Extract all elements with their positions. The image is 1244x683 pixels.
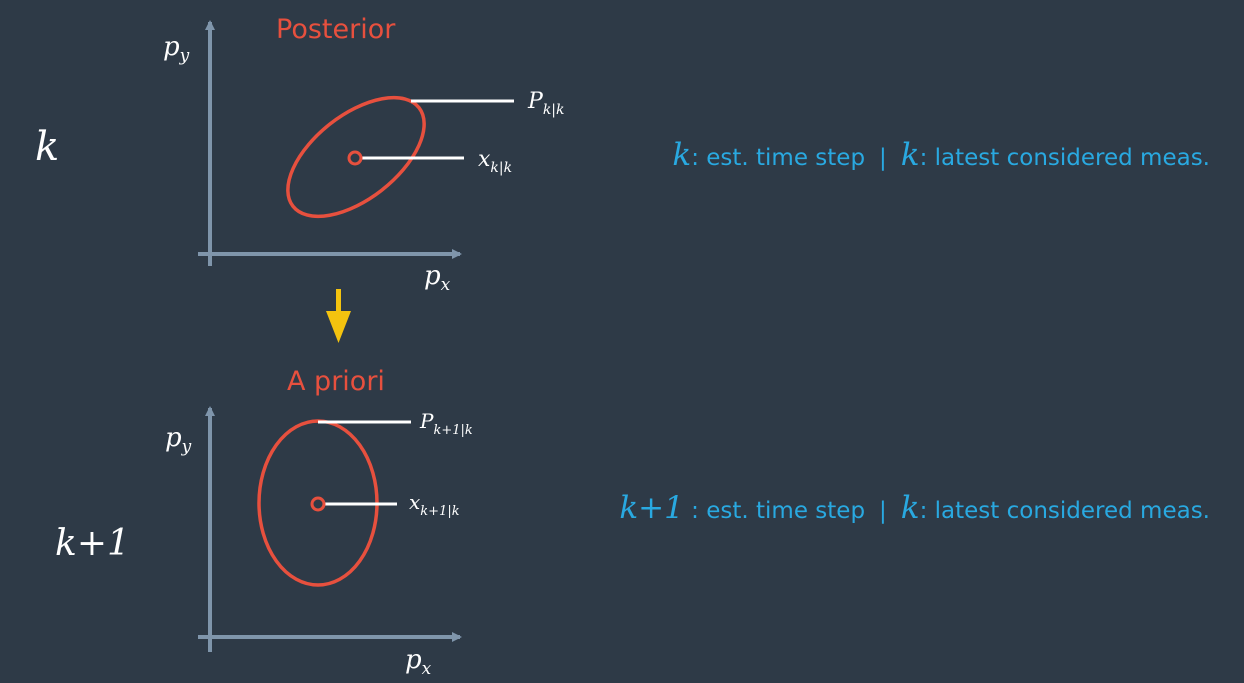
x-axis-label: px bbox=[424, 261, 451, 295]
covariance-label: Pk|k bbox=[527, 89, 565, 118]
posterior-panel: k Posterior py px Pk|k xk|k k: est. time… bbox=[35, 14, 1210, 295]
step-label-k-plus-1: k+1 bbox=[55, 523, 130, 564]
posterior-caption: k: est. time step|k: latest considered m… bbox=[672, 137, 1210, 173]
mean-label: xk+1|k bbox=[409, 490, 460, 519]
covariance-ellipse bbox=[286, 95, 426, 219]
mean-marker bbox=[310, 496, 326, 512]
mean-marker bbox=[347, 150, 363, 166]
apriori-panel: k+1 A priori py px Pk+1|k xk+1|k k+1 : e… bbox=[55, 366, 1210, 679]
mean-label: xk|k bbox=[478, 147, 512, 176]
y-axis-label: py bbox=[165, 423, 192, 457]
apriori-caption: k+1 : est. time step|k: latest considere… bbox=[619, 490, 1210, 526]
step-label-k: k bbox=[35, 124, 59, 170]
x-axis-label: px bbox=[405, 645, 432, 679]
y-axis-label: py bbox=[163, 32, 190, 66]
apriori-title: A priori bbox=[287, 366, 385, 397]
down-arrow-icon bbox=[326, 289, 351, 343]
covariance-label: Pk+1|k bbox=[419, 409, 473, 438]
posterior-title: Posterior bbox=[276, 14, 396, 45]
